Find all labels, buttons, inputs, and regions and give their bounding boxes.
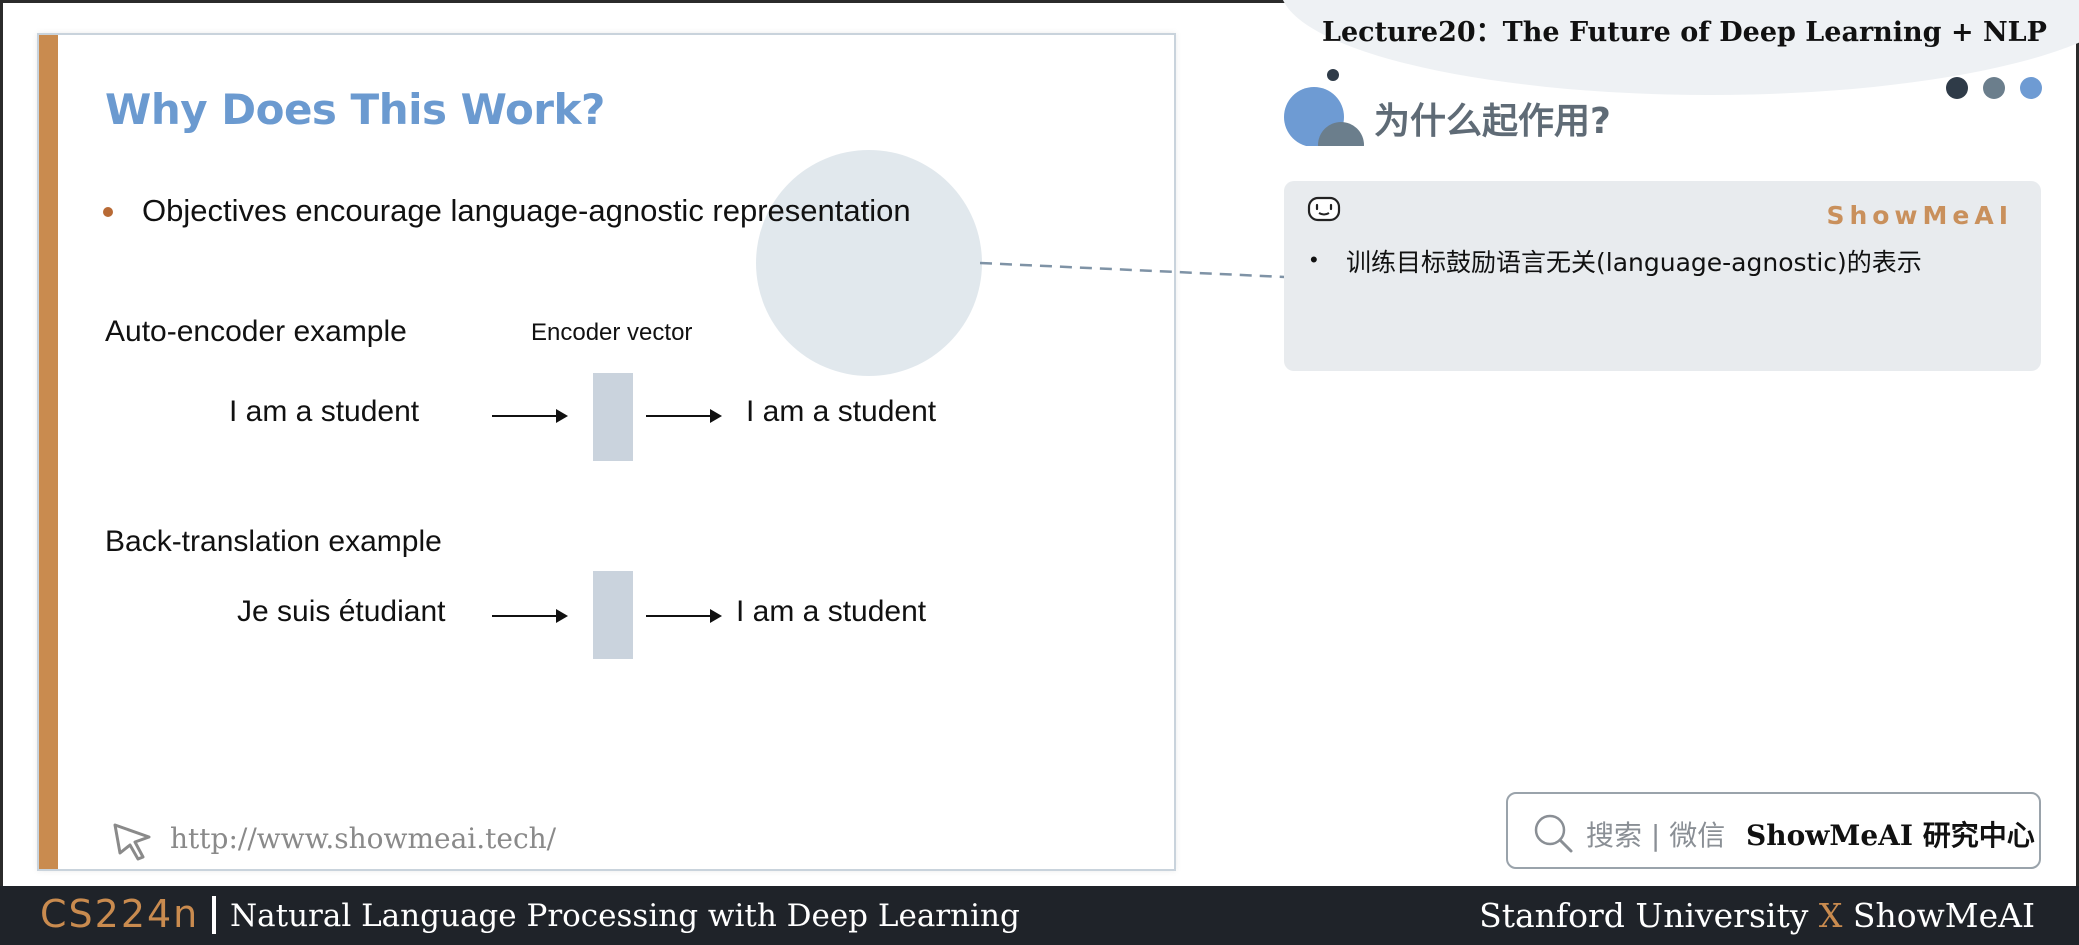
slide-bullet: Objectives encourage language-agnostic r… <box>142 193 911 228</box>
section-deco-base <box>1280 146 1380 176</box>
highlight-circle <box>756 150 982 376</box>
page-dot-2 <box>1983 77 2005 99</box>
page-dot-1 <box>1946 77 1968 99</box>
lecture-slide: Why Does This Work? Objectives encourage… <box>37 33 1176 871</box>
section-title: 为什么起作用? <box>1374 101 1611 142</box>
auto-encoder-input: I am a student <box>229 395 420 428</box>
dashed-connector <box>980 261 1286 279</box>
search-hint: 搜索 | 微信 <box>1586 819 1726 852</box>
footer-showmeai: ShowMeAI <box>1842 896 2035 935</box>
auto-encoder-output: I am a student <box>746 395 937 428</box>
note-card: ShowMeAI • 训练目标鼓励语言无关(language-agnostic)… <box>1284 181 2041 371</box>
arrow-out-1 <box>646 409 722 423</box>
page-dot-3 <box>2020 77 2042 99</box>
robot-icon <box>1307 196 1341 222</box>
slide-title: Why Does This Work? <box>105 85 605 134</box>
note-bullet: • <box>1310 247 1318 272</box>
showmeai-brand: ShowMeAI <box>1826 201 2013 230</box>
arrow-in-1 <box>492 409 568 423</box>
back-translation-input: Je suis étudiant <box>237 595 446 628</box>
arrow-in-2 <box>492 609 568 623</box>
footer-credits: Stanford University X ShowMeAI <box>1479 896 2035 935</box>
encoder-vector-label: Encoder vector <box>531 319 693 346</box>
encoder-vector-box-2 <box>593 571 633 659</box>
slide-accent-bar <box>39 35 58 869</box>
footer-university: Stanford University <box>1479 896 1819 935</box>
section-deco-small <box>1327 69 1339 81</box>
footer-x: X <box>1818 896 1843 935</box>
website-link[interactable]: http://www.showmeai.tech/ <box>170 822 557 855</box>
footer-separator <box>212 896 216 934</box>
encoder-vector-box <box>593 373 633 461</box>
course-name: Natural Language Processing with Deep Le… <box>230 898 1020 934</box>
search-icon <box>1534 814 1573 853</box>
footer-bar: CS224n Natural Language Processing with … <box>0 886 2079 945</box>
search-wechat-box[interactable]: 搜索 | 微信 ShowMeAI 研究中心 <box>1506 792 2041 869</box>
search-brand: ShowMeAI 研究中心 <box>1746 819 2035 852</box>
bullet-dot <box>103 207 113 217</box>
back-translation-label: Back-translation example <box>105 525 442 558</box>
arrow-out-2 <box>646 609 722 623</box>
course-code: CS224n <box>40 892 200 936</box>
note-text: 训练目标鼓励语言无关(language-agnostic)的表示 <box>1346 248 1922 277</box>
back-translation-output: I am a student <box>736 595 927 628</box>
lecture-title: Lecture20：The Future of Deep Learning + … <box>1322 17 2047 48</box>
cursor-pointer-icon <box>113 823 151 861</box>
auto-encoder-label: Auto-encoder example <box>105 315 407 348</box>
